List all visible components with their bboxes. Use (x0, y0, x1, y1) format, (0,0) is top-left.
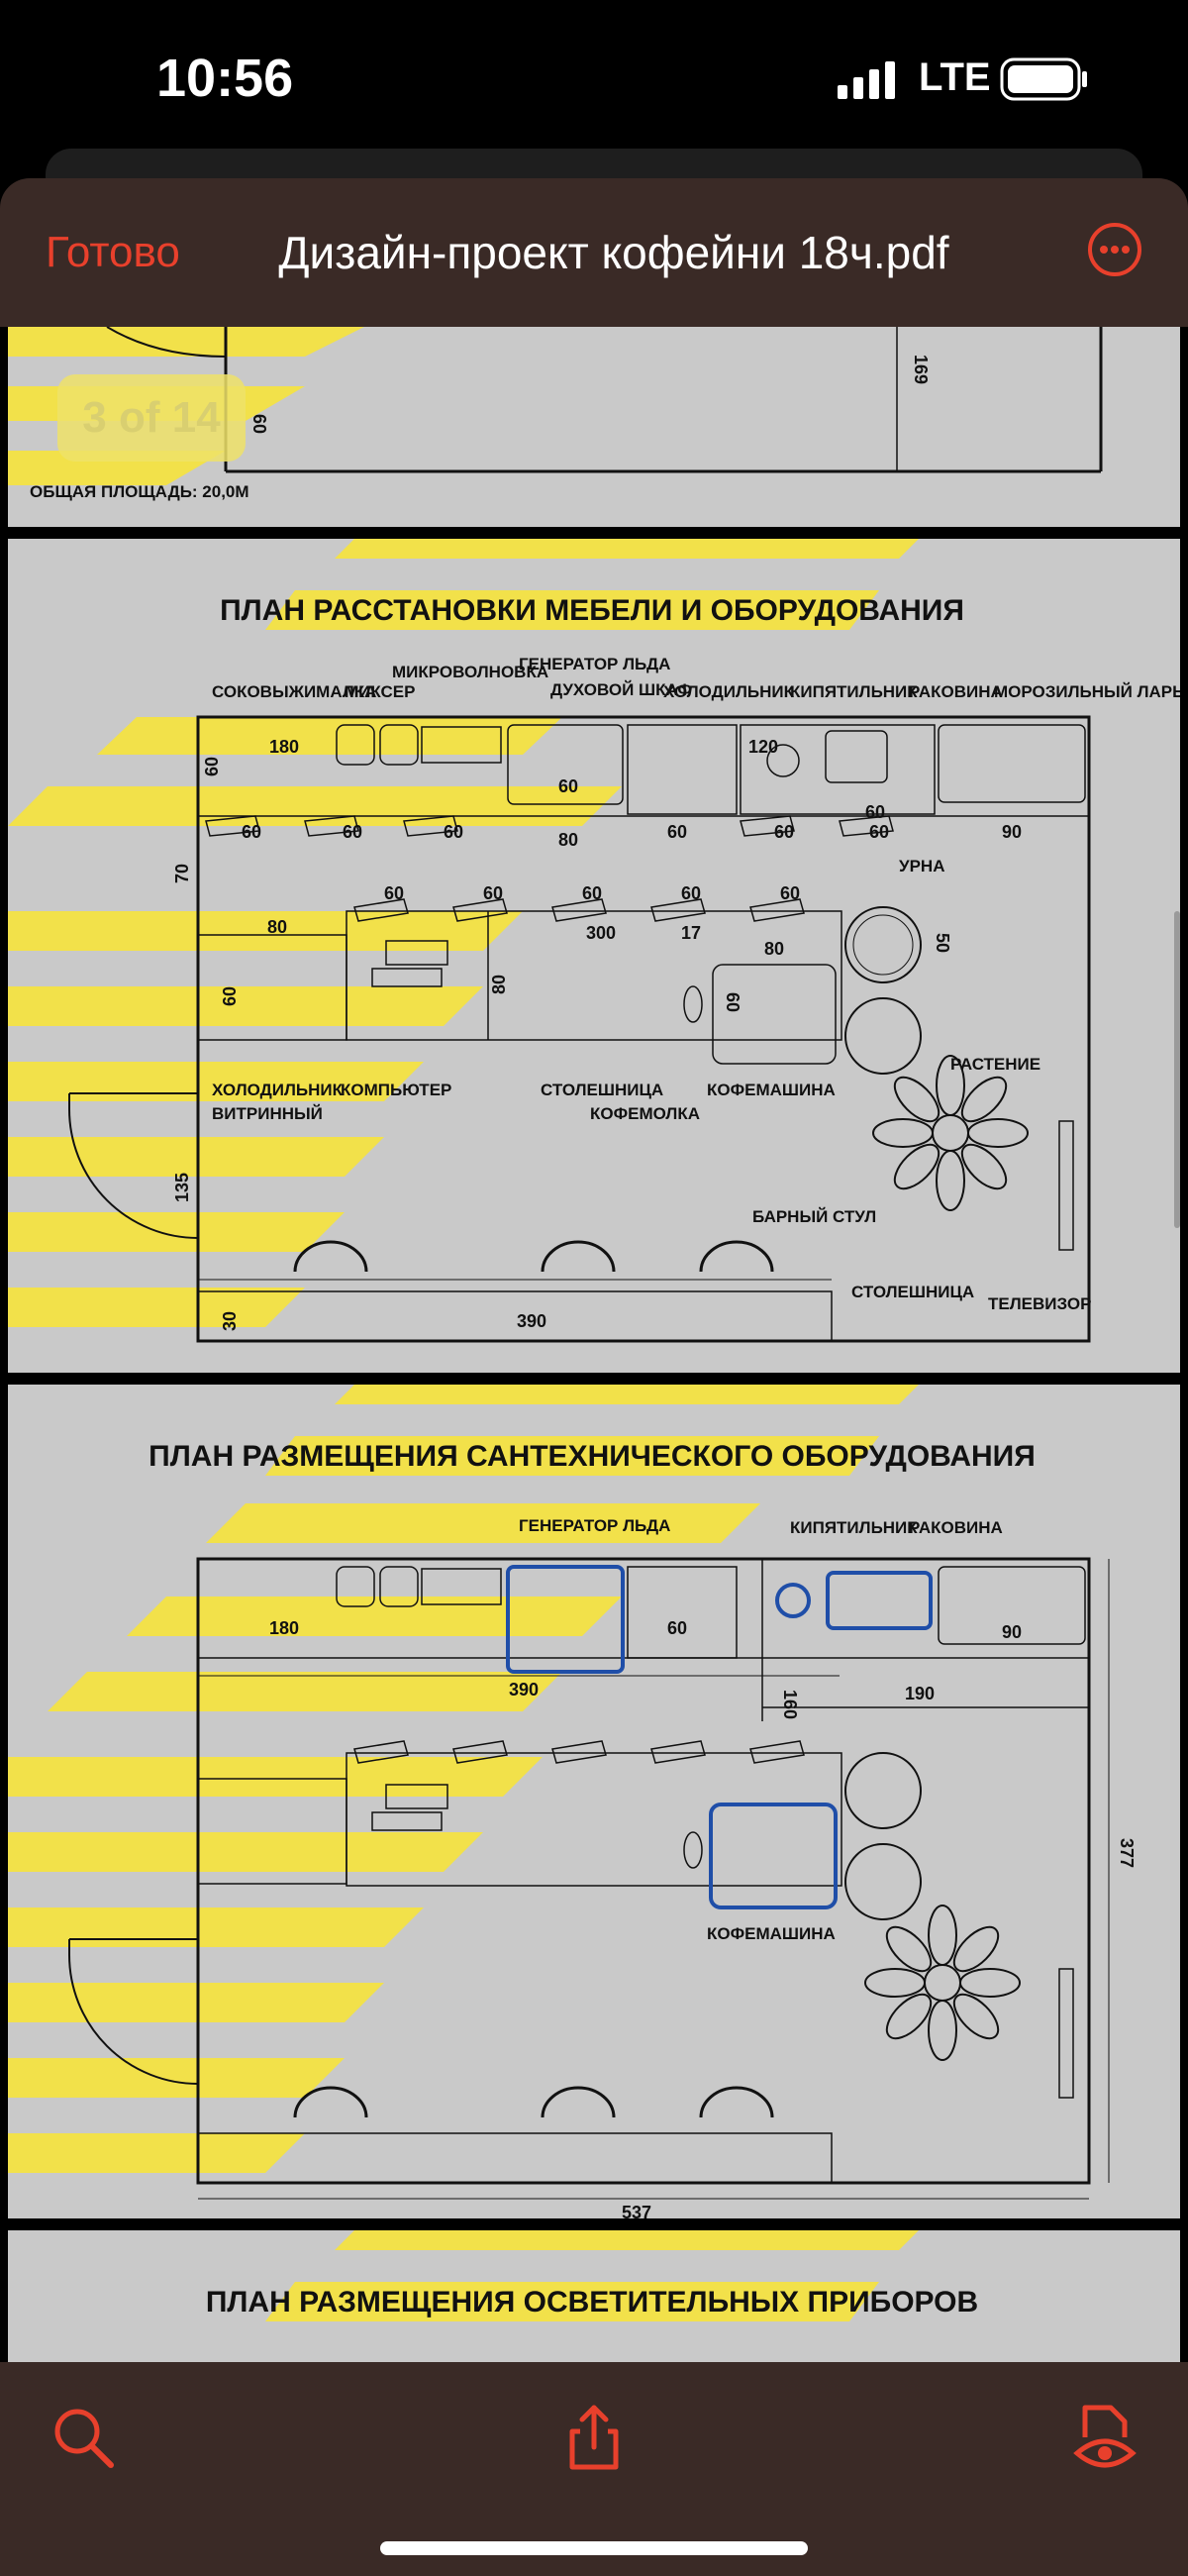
pdf-viewer[interactable]: 169 60 ОБЩАЯ ПЛОЩАДЬ: 20,0М ПЛАН РАССТАН… (0, 327, 1188, 2362)
label-juicer: СОКОВЫЖИМАЛКА (212, 682, 376, 701)
dim-label: 60 (558, 776, 578, 796)
dim-label: 180 (269, 737, 299, 757)
dim-label: 60 (249, 414, 269, 434)
plant-icon (872, 1055, 1029, 1211)
dim-label: 60 (444, 822, 463, 842)
dim-label: 169 (911, 355, 931, 384)
label-counter: СТОЛЕШНИЦА (541, 1081, 663, 1099)
dim-label: 60 (723, 992, 742, 1012)
dim-label: 90 (1002, 822, 1022, 842)
page-5-title: ПЛАН РАЗМЕЩЕНИЯ ОСВЕТИТЕЛЬНЫХ ПРИБОРОВ (206, 2286, 978, 2318)
dim-label: 50 (933, 933, 952, 953)
dim-label: 60 (384, 883, 404, 903)
plant-icon (864, 1905, 1021, 2061)
dim-label: 80 (489, 975, 509, 994)
nav-bar: Готово Дизайн-проект кофейни 18ч.pdf (0, 178, 1188, 327)
label-boiler: КИПЯТИЛЬНИК (790, 682, 918, 701)
dim-label: 70 (172, 864, 192, 883)
dim-label: 377 (1117, 1838, 1137, 1868)
label-grinder: КОФЕМОЛКА (590, 1104, 700, 1123)
dim-label: 60 (242, 822, 261, 842)
bottom-toolbar (0, 2362, 1188, 2576)
dim-label: 30 (220, 1311, 240, 1331)
dim-label: 17 (681, 923, 701, 943)
dim-label: 60 (681, 883, 701, 903)
scroll-indicator[interactable] (1174, 911, 1180, 1228)
label-bin: УРНА (899, 857, 944, 876)
document-title: Дизайн-проект кофейни 18ч.pdf (278, 227, 949, 278)
network-type: LTE (919, 55, 991, 99)
signal-icon (838, 61, 895, 99)
dim-label: 60 (220, 986, 240, 1006)
dim-label: 80 (558, 830, 578, 850)
pdf-page-5: ПЛАН РАЗМЕЩЕНИЯ ОСВЕТИТЕЛЬНЫХ ПРИБОРОВ (8, 2230, 1180, 2362)
dim-label: 135 (172, 1173, 192, 1202)
label-microwave: МИКРОВОЛНОВКА (392, 663, 548, 681)
dim-label: 80 (267, 917, 287, 937)
dim-label: 60 (343, 822, 362, 842)
dim-label: 390 (517, 1311, 546, 1331)
dim-label: 60 (582, 883, 602, 903)
reader-icon[interactable] (1069, 2402, 1140, 2473)
page-3-drawing: ПЛАН РАССТАНОВКИ МЕБЕЛИ И ОБОРУДОВАНИЯ (8, 539, 1180, 1343)
page-3-title: ПЛАН РАССТАНОВКИ МЕБЕЛИ И ОБОРУДОВАНИЯ (220, 594, 964, 627)
page-5-drawing: ПЛАН РАЗМЕЩЕНИЯ ОСВЕТИТЕЛЬНЫХ ПРИБОРОВ (206, 2230, 978, 2321)
page-4-drawing: ПЛАН РАЗМЕЩЕНИЯ САНТЕХНИЧЕСКОГО ОБОРУДОВ… (8, 1385, 1137, 2218)
share-icon[interactable] (558, 2402, 630, 2473)
label-mixer: МИКСЕР (345, 682, 416, 701)
dim-label: 160 (780, 1690, 800, 1719)
dim-label: 390 (509, 1680, 539, 1700)
dim-label: 60 (667, 822, 687, 842)
area-label: ОБЩАЯ ПЛОЩАДЬ: 20,0М (30, 482, 249, 501)
label-computer: КОМПЬЮТЕР (341, 1081, 451, 1099)
label-plant: РАСТЕНИЕ (950, 1055, 1040, 1074)
pdf-page-4: ПЛАН РАЗМЕЩЕНИЯ САНТЕХНИЧЕСКОГО ОБОРУДОВ… (8, 1385, 1180, 2218)
page-indicator: 3 of 14 (57, 374, 246, 462)
label-fridge-showcase-2: ВИТРИННЫЙ (212, 1104, 323, 1123)
label-counter-2: СТОЛЕШНИЦА (851, 1283, 974, 1301)
dim-label: 180 (269, 1618, 299, 1638)
dim-label: 60 (202, 757, 222, 776)
done-button[interactable]: Готово (46, 228, 180, 276)
label-freezer: МОРОЗИЛЬНЫЙ ЛАРЬ (994, 682, 1180, 701)
dim-label: 90 (1002, 1622, 1022, 1642)
label-ice-generator: ГЕНЕРАТОР ЛЬДА (519, 1516, 670, 1535)
status-bar: 10:56 LTE (0, 0, 1188, 168)
dim-label: 60 (780, 883, 800, 903)
battery-icon (1000, 57, 1087, 101)
label-bar-stool: БАРНЫЙ СТУЛ (752, 1207, 876, 1226)
label-sink: РАКОВИНА (909, 1518, 1003, 1537)
dim-label: 120 (748, 737, 778, 757)
label-boiler: КИПЯТИЛЬНИК (790, 1518, 918, 1537)
label-ice-generator: ГЕНЕРАТОР ЛЬДА (519, 655, 670, 673)
label-coffee-machine: КОФЕМАШИНА (707, 1924, 836, 1943)
home-indicator[interactable] (380, 2541, 808, 2555)
label-oven: ДУХОВОЙ ШКАФ (550, 680, 692, 699)
label-tv: ТЕЛЕВИЗОР (988, 1294, 1091, 1313)
dim-label: 60 (483, 883, 503, 903)
status-time: 10:56 (156, 49, 294, 108)
page-4-title: ПЛАН РАЗМЕЩЕНИЯ САНТЕХНИЧЕСКОГО ОБОРУДОВ… (148, 1440, 1036, 1473)
pdf-page-3: ПЛАН РАССТАНОВКИ МЕБЕЛИ И ОБОРУДОВАНИЯ (8, 539, 1180, 1373)
dim-label: 537 (622, 2203, 651, 2218)
label-coffee-machine: КОФЕМАШИНА (707, 1081, 836, 1099)
search-icon[interactable] (48, 2402, 119, 2473)
label-sink: РАКОВИНА (909, 682, 1003, 701)
dim-label: 60 (865, 802, 885, 822)
dim-label: 300 (586, 923, 616, 943)
dim-label: 80 (764, 939, 784, 959)
dim-label: 190 (905, 1684, 935, 1703)
dim-label: 60 (774, 822, 794, 842)
label-fridge-showcase: ХОЛОДИЛЬНИК (212, 1081, 344, 1099)
dim-label: 60 (869, 822, 889, 842)
dim-label: 60 (667, 1618, 687, 1638)
label-fridge: ХОЛОДИЛЬНИК (663, 682, 795, 701)
more-icon[interactable] (1087, 222, 1142, 277)
